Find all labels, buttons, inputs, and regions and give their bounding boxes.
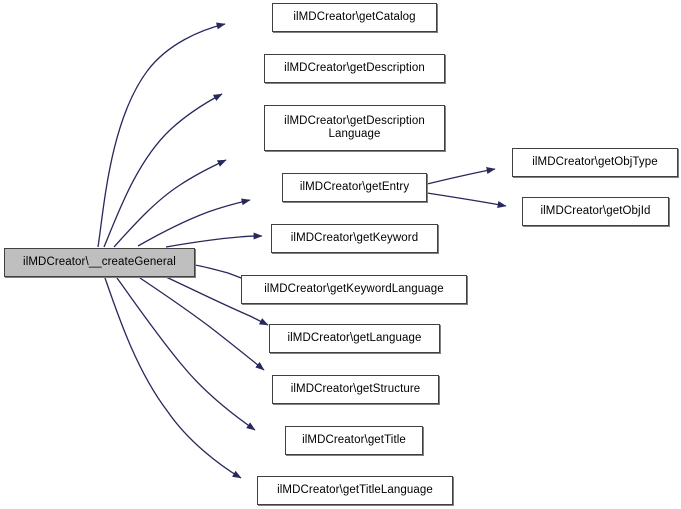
- call-edge-createGeneral-to-getTitle: [116, 277, 256, 431]
- graph-node-getDescriptionLanguage[interactable]: ilMDCreator\getDescription Language: [264, 105, 445, 151]
- call-edge-createGeneral-to-getDescriptionLanguage: [113, 159, 227, 248]
- graph-node-label: ilMDCreator\getStructure: [290, 383, 421, 395]
- graph-node-createGeneral[interactable]: ilMDCreator\__createGeneral: [4, 248, 195, 277]
- graph-node-label: ilMDCreator\getKeyword: [290, 232, 419, 244]
- graph-node-label: ilMDCreator\getLanguage: [287, 332, 422, 344]
- graph-node-getStructure[interactable]: ilMDCreator\getStructure: [272, 375, 439, 404]
- graph-node-label: ilMDCreator\getTitle: [302, 434, 406, 446]
- call-edge-getEntry-to-getObjId: [426, 192, 507, 208]
- call-edge-getEntry-to-getObjType: [426, 167, 496, 185]
- graph-node-label: ilMDCreator\getObjType: [532, 156, 658, 168]
- graph-node-label: ilMDCreator\__createGeneral: [23, 256, 176, 268]
- graph-node-getTitle[interactable]: ilMDCreator\getTitle: [285, 426, 423, 455]
- graph-node-label: ilMDCreator\getCatalog: [293, 11, 416, 23]
- graph-node-getDescription[interactable]: ilMDCreator\getDescription: [264, 54, 445, 83]
- graph-node-getKeywordLanguage[interactable]: ilMDCreator\getKeywordLanguage: [241, 275, 467, 304]
- graph-node-getObjId[interactable]: ilMDCreator\getObjId: [522, 197, 669, 226]
- graph-node-getLanguage[interactable]: ilMDCreator\getLanguage: [269, 324, 440, 353]
- graph-node-label: ilMDCreator\getTitleLanguage: [277, 484, 433, 496]
- graph-node-label: ilMDCreator\getDescription Language: [284, 115, 425, 140]
- graph-node-label: ilMDCreator\getKeywordLanguage: [264, 283, 444, 295]
- call-edge-createGeneral-to-getEntry: [137, 198, 251, 247]
- graph-node-label: ilMDCreator\getObjId: [540, 205, 651, 217]
- call-edge-createGeneral-to-getTitleLanguage: [104, 277, 242, 479]
- graph-node-getObjType[interactable]: ilMDCreator\getObjType: [512, 148, 678, 177]
- call-edge-createGeneral-to-getKeyword: [165, 232, 263, 248]
- graph-node-label: ilMDCreator\getEntry: [299, 181, 410, 193]
- graph-node-label: ilMDCreator\getDescription: [284, 62, 425, 74]
- call-edge-createGeneral-to-getCatalog: [97, 22, 226, 248]
- graph-node-getTitleLanguage[interactable]: ilMDCreator\getTitleLanguage: [257, 476, 453, 505]
- graph-node-getCatalog[interactable]: ilMDCreator\getCatalog: [272, 3, 437, 32]
- graph-node-getKeyword[interactable]: ilMDCreator\getKeyword: [271, 224, 438, 253]
- graph-node-getEntry[interactable]: ilMDCreator\getEntry: [282, 173, 427, 202]
- call-edge-createGeneral-to-getDescription: [103, 93, 223, 248]
